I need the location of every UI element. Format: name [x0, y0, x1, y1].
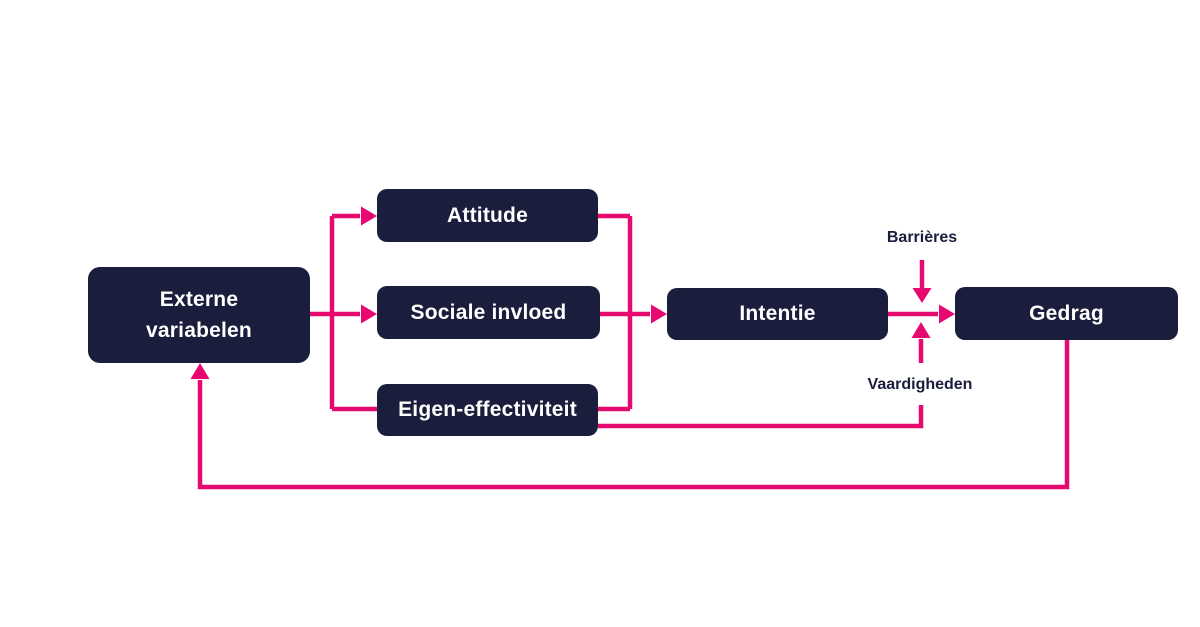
arrowhead-into-gedrag: [939, 304, 955, 324]
node-attitude-label: Attitude: [447, 203, 528, 227]
edge-eigen-to-vaardigheden-line: [598, 405, 924, 429]
node-intentie-label: Intentie: [739, 302, 816, 325]
node-attitude: Attitude: [377, 189, 598, 242]
edge-feedback-gedrag-to-externe-line: [197, 340, 1070, 490]
node-externe-variabelen: Externe variabelen: [88, 267, 310, 363]
arrowhead-barrieres-down: [912, 288, 932, 303]
node-eigen-effectiviteit-label: Eigen-effectiviteit: [398, 398, 577, 421]
arrowhead-vaardigheden-up: [911, 322, 931, 338]
arrowhead-into-intentie: [651, 304, 667, 324]
annotation-barrieres: Barrières: [886, 229, 958, 246]
node-externe-variabelen-label: Externe variabelen: [146, 287, 252, 343]
annotation-vaardigheden: Vaardigheden: [867, 376, 973, 393]
node-sociale-invloed-label: Sociale invloed: [410, 300, 567, 324]
node-gedrag: Gedrag: [955, 287, 1178, 340]
arrowhead-feedback-up: [190, 363, 210, 379]
arrowhead-into-attitude: [361, 206, 377, 226]
node-intentie: Intentie: [667, 288, 888, 340]
node-sociale-invloed: Sociale invloed: [377, 286, 600, 339]
node-gedrag-label: Gedrag: [1029, 301, 1104, 325]
node-eigen-effectiviteit: Eigen-effectiviteit: [377, 384, 598, 436]
arrowhead-into-sociale: [361, 304, 377, 324]
